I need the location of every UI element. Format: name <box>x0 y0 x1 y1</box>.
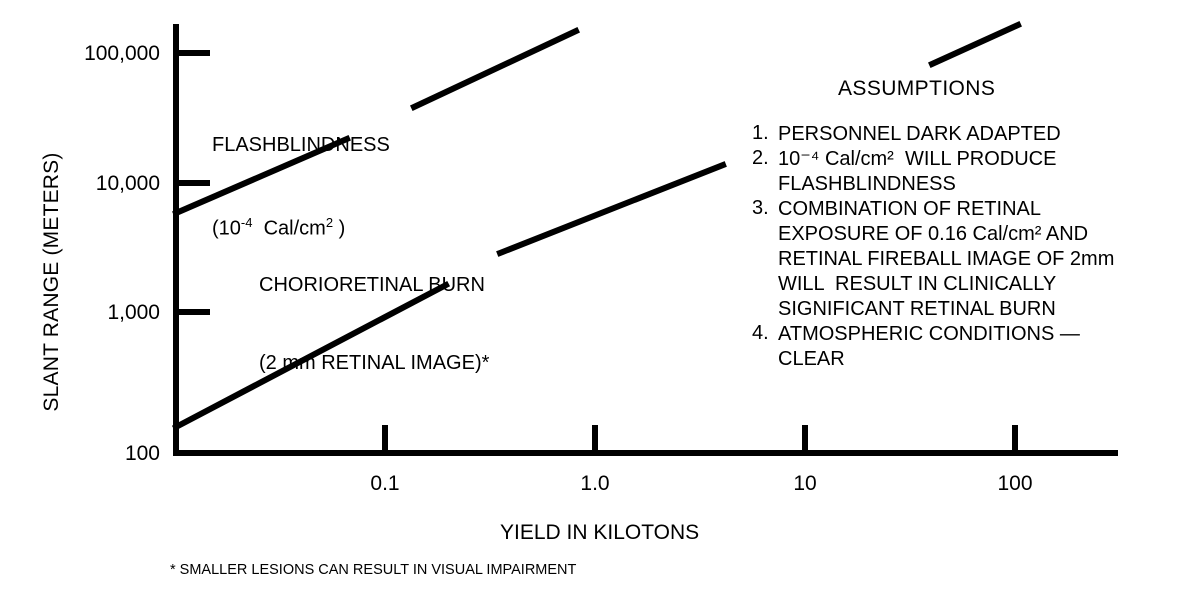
assumption-text: COMBINATION OF RETINAL EXPOSURE OF 0.16 C… <box>778 197 1172 322</box>
flash-paren-open: (10 <box>212 217 241 240</box>
assumption-item: 3. COMBINATION OF RETINAL EXPOSURE OF 0.16… <box>752 197 1172 322</box>
assumption-line: WILL RESULT IN CLINICALLY <box>778 273 1057 295</box>
assumptions-list: 1. PERSONNEL DARK ADAPTED 2. 10⁻⁴ Cal/cm² W… <box>752 122 1172 372</box>
assumption-text: PERSONNEL DARK ADAPTED <box>778 122 1172 147</box>
footnote: * SMALLER LESIONS CAN RESULT IN VISUAL I… <box>170 562 577 578</box>
y-axis-title: SLANT RANGE (METERS) <box>40 152 63 412</box>
x-tick-label-1-0: 1.0 <box>580 472 610 495</box>
series-label-chorioretinal-line2: (2 mm RETINAL IMAGE)* <box>259 352 490 374</box>
x-tick-label-100: 100 <box>997 472 1033 495</box>
assumption-number: 1. <box>752 122 769 144</box>
series-chorioretinal-segment-1 <box>171 280 451 432</box>
assumption-item: 4. ATMOSPHERIC CONDITIONS — CLEAR <box>752 322 1172 372</box>
series-flashblindness-segment-2 <box>410 27 580 111</box>
series-label-chorioretinal-burn: CHORIORETINAL BURN (2 mm RETINAL IMAGE)* <box>259 220 489 428</box>
assumptions-heading: ASSUMPTIONS <box>838 77 996 100</box>
assumption-text: 10⁻⁴ Cal/cm² WILL PRODUCE FLASHBLINDNESS <box>778 147 1172 197</box>
flash-exponent-2: 2 <box>325 215 334 230</box>
assumption-number: 2. <box>752 147 769 169</box>
x-tick-label-10: 10 <box>793 472 817 495</box>
flash-units: Cal/cm <box>252 217 326 240</box>
x-axis-title: YIELD IN KILOTONS <box>500 521 700 544</box>
series-flashblindness-segment-1 <box>172 135 351 217</box>
y-tick-label-1000: 1,000 <box>107 301 160 324</box>
assumption-line: CLEAR <box>778 348 845 370</box>
flash-exponent-minus4: -4 <box>240 215 253 230</box>
assumption-line: PERSONNEL DARK ADAPTED <box>778 123 1061 145</box>
series-label-flashblindness: FLASHBLINDNESS (10-4 Cal/cm2 ) <box>212 80 390 294</box>
series-flashblindness-segment-3 <box>928 21 1022 68</box>
assumption-item: 1. PERSONNEL DARK ADAPTED <box>752 122 1172 147</box>
y-tick-label-10000: 10,000 <box>95 172 160 195</box>
assumption-text: ATMOSPHERIC CONDITIONS — CLEAR <box>778 322 1172 372</box>
assumption-line: ATMOSPHERIC CONDITIONS — <box>778 323 1080 345</box>
assumption-line: COMBINATION OF RETINAL <box>778 198 1041 220</box>
assumption-number: 3. <box>752 197 769 219</box>
assumption-line: SIGNIFICANT RETINAL BURN <box>778 298 1056 320</box>
series-chorioretinal-segment-2 <box>496 161 727 257</box>
assumption-line: FLASHBLINDNESS <box>778 173 956 195</box>
y-tick-label-100: 100 <box>124 442 160 465</box>
series-label-flashblindness-line2: (10-4 Cal/cm2 ) <box>212 210 390 242</box>
assumption-line: RETINAL FIREBALL IMAGE OF 2mm <box>778 248 1115 270</box>
assumption-line: EXPOSURE OF 0.16 Cal/cm² AND <box>778 223 1089 245</box>
y-tick-label-100000: 100,000 <box>84 42 160 65</box>
x-tick-label-0-1: 0.1 <box>370 472 400 495</box>
assumption-item: 2. 10⁻⁴ Cal/cm² WILL PRODUCE FLASHBLINDNES… <box>752 147 1172 197</box>
series-label-chorioretinal-line1: CHORIORETINAL BURN <box>259 274 485 296</box>
flash-paren-close: ) <box>333 217 346 240</box>
assumption-line: 10⁻⁴ Cal/cm² WILL PRODUCE <box>778 148 1057 170</box>
assumption-number: 4. <box>752 322 769 344</box>
series-label-flashblindness-line1: FLASHBLINDNESS <box>212 134 390 156</box>
